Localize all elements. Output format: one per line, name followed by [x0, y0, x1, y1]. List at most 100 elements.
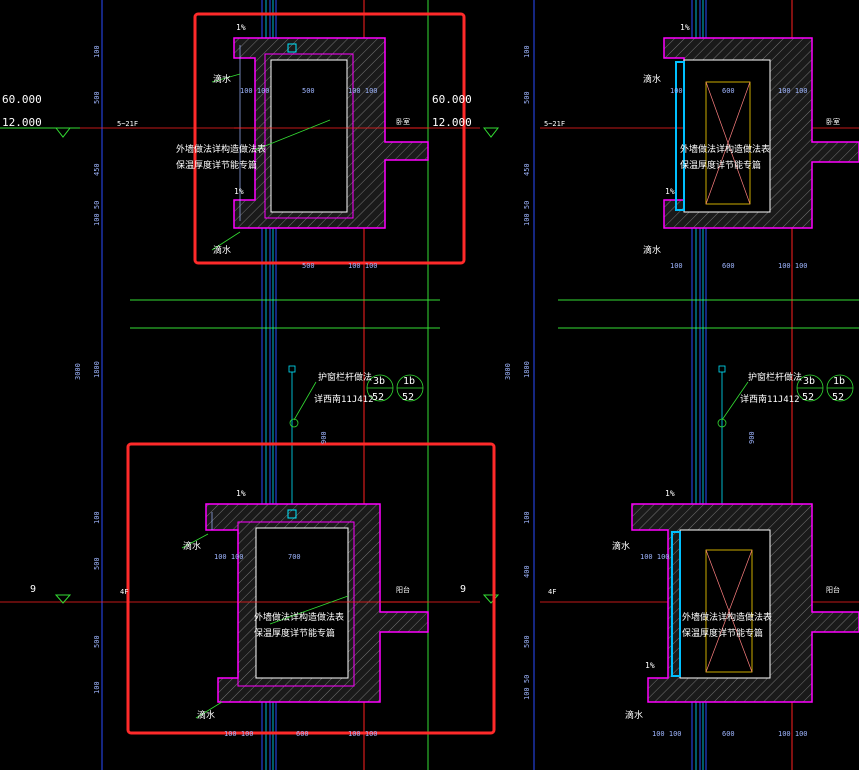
dim-text: 100	[93, 511, 101, 524]
railing-note: 护窗栏杆做法	[318, 371, 372, 383]
room-label: 阳台	[396, 585, 410, 594]
callout-top: 3b	[373, 376, 385, 387]
slope-label: 1%	[234, 187, 244, 196]
wall-note: 保温厚度详节能专篇	[254, 627, 335, 639]
dim-text: 500	[93, 557, 101, 570]
dim-text: 100 100	[348, 87, 378, 95]
window-opening	[270, 59, 348, 213]
drip-label: 滴水	[213, 244, 231, 256]
wall-note: 保温厚度详节能专篇	[682, 627, 763, 639]
drip-label: 滴水	[643, 244, 661, 256]
dim-text: 400	[523, 565, 531, 578]
highlight-box-top[interactable]	[193, 12, 466, 265]
dim-text: 500	[302, 262, 315, 270]
highlight-box-bottom[interactable]	[126, 442, 496, 735]
dim-text: 100 100	[240, 87, 270, 95]
level-value: 12.000	[432, 116, 472, 129]
floor-range: 5~21F	[544, 120, 565, 128]
level-value: 9	[460, 584, 466, 595]
dim-text: 100 100	[778, 262, 808, 270]
wall-note: 外墙做法详构造做法表	[682, 611, 772, 623]
slope-label: 1%	[680, 23, 690, 32]
wall-note: 保温厚度详节能专篇	[176, 159, 257, 171]
callout-top: 1b	[833, 376, 845, 387]
dim-text: 450	[93, 163, 101, 176]
dim-text: 500	[523, 635, 531, 648]
dim-text: 100	[523, 45, 531, 58]
dim-text: 100 100	[224, 730, 254, 738]
dim-text: 500	[523, 91, 531, 104]
callout-bottom: 52	[372, 392, 384, 403]
dim-text: 100 100	[348, 262, 378, 270]
wall-note: 外墙做法详构造做法表	[176, 143, 266, 155]
dim-text: 100	[93, 681, 101, 694]
window-opening	[679, 529, 771, 679]
dim-text: 500	[302, 87, 315, 95]
section-detail-bottom-right	[631, 503, 859, 703]
wall-note: 保温厚度详节能专篇	[680, 159, 761, 171]
floor-range: 5~21F	[117, 120, 138, 128]
slope-label: 1%	[236, 489, 246, 498]
dim-text: 100 100	[778, 730, 808, 738]
slope-label: 1%	[236, 23, 246, 32]
drip-label: 滴水	[197, 709, 215, 721]
text-labels: 60.000 12.000 60.000 12.000 5~21F 5~21F …	[2, 23, 845, 738]
level-value: 60.000	[2, 93, 42, 106]
callout-bottom: 52	[832, 392, 844, 403]
callout-top: 1b	[403, 376, 415, 387]
slope-label: 1%	[645, 661, 655, 670]
wall-note: 外墙做法详构造做法表	[680, 143, 770, 155]
drip-label: 滴水	[183, 540, 201, 552]
section-detail-bottom-left	[205, 503, 429, 703]
leader-lines	[181, 73, 854, 719]
dim-text: 600	[722, 262, 735, 270]
railing-post	[718, 365, 726, 373]
dim-text: 1800	[93, 361, 101, 378]
dim-text: 3000	[504, 363, 512, 380]
drip-label: 滴水	[612, 540, 630, 552]
dim-text: 900	[320, 431, 328, 444]
callout-top: 3b	[803, 376, 815, 387]
dim-text: 100 100	[652, 730, 682, 738]
dim-text: 700	[288, 553, 301, 561]
dim-text: 500	[93, 635, 101, 648]
drip-label: 滴水	[643, 73, 661, 85]
callout-bottom: 52	[802, 392, 814, 403]
railing-note: 护窗栏杆做法	[748, 371, 802, 383]
level-value: 9	[30, 584, 36, 595]
railing-ref: 详西南11J412	[740, 393, 800, 405]
window-opening	[683, 59, 771, 213]
dim-text: 450	[523, 163, 531, 176]
dim-text: 100	[670, 87, 683, 95]
dim-text: 100 50	[523, 201, 531, 226]
dim-text: 600	[296, 730, 309, 738]
dim-text: 500	[93, 91, 101, 104]
dim-text: 600	[722, 730, 735, 738]
dim-text: 3000	[74, 363, 82, 380]
window-opening	[255, 527, 349, 679]
dim-text: 900	[748, 431, 756, 444]
drip-label: 滴水	[213, 73, 231, 85]
level-value: 12.000	[2, 116, 42, 129]
room-label: 卧室	[826, 117, 840, 126]
railing-post	[288, 365, 296, 373]
dim-text: 100 50	[523, 675, 531, 700]
callout-bottom: 52	[402, 392, 414, 403]
section-detail-top-right	[663, 37, 859, 229]
dim-text: 100 50	[93, 201, 101, 226]
dim-text: 100	[93, 45, 101, 58]
floor-label: 4F	[120, 588, 128, 596]
dim-text: 100	[670, 262, 683, 270]
section-detail-top-left	[233, 37, 429, 229]
dim-text: 100 100	[348, 730, 378, 738]
railing-ref: 详西南11J412	[314, 393, 374, 405]
floor-label: 4F	[548, 588, 556, 596]
dim-text: 600	[722, 87, 735, 95]
slope-label: 1%	[665, 489, 675, 498]
dim-text: 100 100	[214, 553, 244, 561]
level-value: 60.000	[432, 93, 472, 106]
room-label: 卧室	[396, 117, 410, 126]
wall-note: 外墙做法详构造做法表	[254, 611, 344, 623]
dim-text: 100 100	[640, 553, 670, 561]
